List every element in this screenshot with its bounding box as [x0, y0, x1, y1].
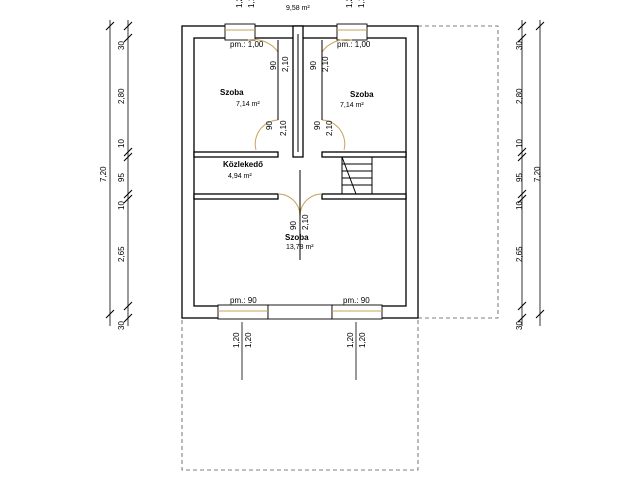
door2-width: 90	[309, 61, 318, 70]
door4-height: 2,10	[325, 120, 334, 136]
window-top-left	[224, 23, 256, 41]
terrace-outline	[181, 317, 419, 471]
dim-left-seg-3: 10	[117, 139, 126, 148]
dim-left-seg-1: 30	[117, 41, 126, 50]
window-bottom-right	[331, 304, 383, 320]
room-name-bottom: Szoba	[285, 233, 309, 242]
window-label-top-right: pm.: 1,00	[337, 40, 371, 49]
dim-right-seg-6: 2,65	[515, 246, 524, 262]
window-label-bottom-right: pm.: 90	[343, 296, 370, 305]
window-bottom-middle	[267, 304, 333, 320]
door1-height: 2,10	[281, 56, 290, 72]
door-arc-top-right	[321, 39, 353, 53]
door4-width: 90	[313, 121, 322, 130]
dim-right-seg-4: 95	[515, 173, 524, 182]
dim-top-left-a: 1,20	[235, 0, 244, 8]
room-name-top-left: Szoba	[220, 88, 244, 97]
dim-right-seg-2: 2,80	[515, 88, 524, 104]
door3-height: 2,10	[279, 120, 288, 136]
window-label-top-left: pm.: 1,00	[230, 40, 264, 49]
dim-right-seg-3: 10	[515, 139, 524, 148]
dim-left-seg-4: 95	[117, 173, 126, 182]
staircase	[341, 156, 373, 195]
dim-left-seg-2: 2,80	[117, 88, 126, 104]
dim-left-seg-5: 10	[117, 201, 126, 210]
annex-outline	[417, 25, 499, 319]
room-name-top-right: Szoba	[350, 90, 374, 99]
dim-top-right-b: 1,10	[357, 0, 366, 8]
dim-left-total: 7,20	[99, 166, 108, 182]
dim-bottom-right-b: 1,20	[358, 332, 367, 348]
dim-top-right-a: 1,20	[345, 0, 354, 8]
dimension-chain-left	[105, 20, 133, 326]
wall-left-lower	[193, 193, 279, 200]
dim-right-seg-5: 10	[515, 201, 524, 210]
top-area-label: 9,58 m²	[286, 5, 310, 12]
dim-left-seg-7: 30	[117, 321, 126, 330]
wall-right-mid	[321, 151, 407, 158]
dimension-bottom-windows	[241, 322, 357, 380]
room-name-corridor: Közlekedő	[223, 160, 263, 169]
door-arc-left-mid	[254, 119, 279, 151]
dim-bottom-left-a: 1,20	[232, 332, 241, 348]
dim-bottom-right-a: 1,20	[346, 332, 355, 348]
dimension-chain-right	[517, 20, 545, 326]
room-area-top-left: 7,14 m²	[236, 101, 260, 108]
door-arc-top-left	[247, 39, 279, 53]
door3-width: 90	[265, 121, 274, 130]
window-top-right	[336, 23, 368, 41]
wall-left-mid	[193, 151, 279, 158]
door5-height: 2,10	[301, 214, 310, 230]
dim-left-seg-6: 2,65	[117, 246, 126, 262]
room-area-corridor: 4,94 m²	[228, 173, 252, 180]
window-label-bottom-left: pm.: 90	[230, 296, 257, 305]
dim-top-left-b: 1,10	[247, 0, 256, 8]
door1-width: 90	[269, 61, 278, 70]
wall-right-lower	[321, 193, 407, 200]
room-area-bottom: 13,78 m²	[286, 244, 314, 251]
room-area-top-right: 7,14 m²	[340, 102, 364, 109]
window-bottom-left	[217, 304, 269, 320]
door5-width: 90	[289, 221, 298, 230]
dim-right-seg-1: 30	[515, 41, 524, 50]
dim-right-seg-7: 30	[515, 321, 524, 330]
dim-right-total: 7,20	[533, 166, 542, 182]
door-arc-right-mid	[321, 119, 346, 151]
dim-bottom-left-b: 1,20	[244, 332, 253, 348]
door2-height: 2,10	[321, 56, 330, 72]
